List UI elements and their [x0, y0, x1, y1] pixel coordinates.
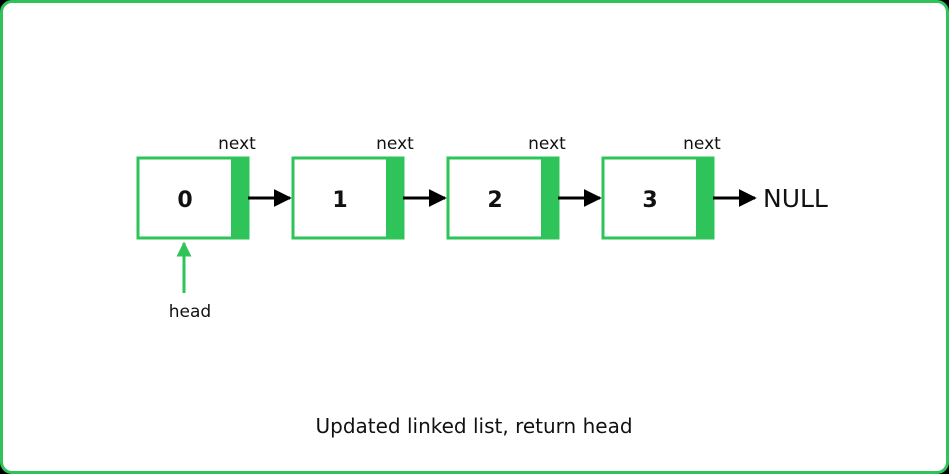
next-pointer-field	[541, 158, 558, 238]
node-value: 1	[332, 188, 347, 213]
next-label: next	[376, 134, 414, 154]
node-box	[136, 156, 250, 240]
next-pointer-field	[386, 158, 403, 238]
linked-list-diagram: 0 next 1 next 2 next 3 next NULL	[136, 134, 828, 438]
next-pointer-field	[696, 158, 713, 238]
node-value: 2	[487, 188, 502, 213]
node-box	[446, 156, 560, 240]
diagram-caption: Updated linked list, return head	[315, 414, 632, 438]
next-label: next	[528, 134, 566, 154]
node-box	[601, 156, 715, 240]
list-node-1: 1 next	[291, 134, 414, 240]
next-label: next	[218, 134, 256, 154]
node-value: 0	[177, 188, 192, 213]
null-terminal-label: NULL	[763, 184, 828, 213]
list-node-0: 0 next	[136, 134, 256, 240]
next-label: next	[683, 134, 721, 154]
node-box	[291, 156, 405, 240]
node-value: 3	[642, 188, 657, 213]
head-label: head	[169, 302, 211, 322]
next-pointer-field	[231, 158, 248, 238]
list-node-2: 2 next	[446, 134, 566, 240]
list-node-3: 3 next	[601, 134, 721, 240]
